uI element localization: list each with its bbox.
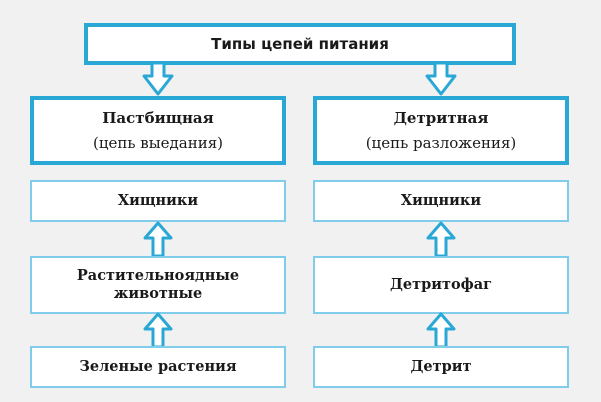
arrow-up-right-2-icon (426, 312, 456, 349)
grazing-chain-heading: Пастбищная (102, 108, 214, 127)
right-level-detritus-text: Детрит (410, 357, 472, 375)
left-level-predators-text: Хищники (117, 191, 199, 209)
detrital-chain-box: Детритная (цепь разложения) (313, 96, 569, 165)
right-level-detritivore: Детритофаг (313, 256, 569, 314)
diagram-title: Типы цепей питания (84, 23, 516, 65)
arrow-up-left-2-icon (143, 312, 173, 349)
arrow-up-right-1-icon (426, 221, 456, 258)
right-level-detritivore-text: Детритофаг (389, 275, 492, 293)
arrow-down-right-icon (425, 61, 457, 96)
right-level-predators-text: Хищники (400, 191, 482, 209)
grazing-chain-box: Пастбищная (цепь выедания) (30, 96, 286, 165)
right-level-predators: Хищники (313, 180, 569, 222)
detrital-chain-subheading: (цепь разложения) (365, 133, 517, 152)
left-level-green-plants: Зеленые растения (30, 346, 286, 388)
left-level-herbivores-line1: Растительноядные (76, 266, 240, 284)
detrital-chain-heading: Детритная (393, 108, 489, 127)
title-text: Типы цепей питания (211, 34, 389, 53)
right-level-detritus: Детрит (313, 346, 569, 388)
arrow-down-left-icon (142, 61, 174, 96)
left-level-predators: Хищники (30, 180, 286, 222)
grazing-chain-subheading: (цепь выедания) (92, 133, 224, 152)
left-level-green-plants-text: Зеленые растения (79, 357, 237, 375)
left-level-herbivores: Растительноядные животные (30, 256, 286, 314)
arrow-up-left-1-icon (143, 221, 173, 258)
left-level-herbivores-line2: животные (113, 285, 203, 302)
